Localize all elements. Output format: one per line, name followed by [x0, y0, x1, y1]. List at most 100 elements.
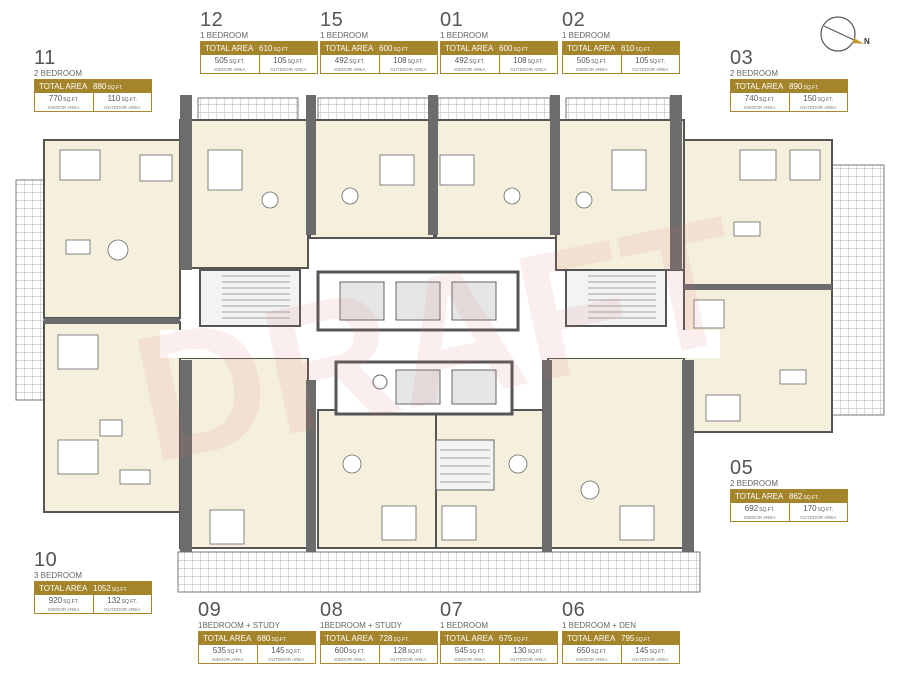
area-split: 740SQ.FT.INDOOR AREA 150SQ.FT.OUTDOOR ARE…: [731, 93, 847, 111]
area-split: 650SQ.FT.INDOOR AREA 145SQ.FT.OUTDOOR ARE…: [563, 645, 679, 663]
total-area-bar: TOTAL AREA 610SQ.FT.: [563, 42, 679, 55]
unit-type: 2 BEDROOM: [34, 69, 83, 78]
total-area-value: 610SQ.FT.: [621, 44, 651, 53]
compass-north-label: N: [864, 37, 870, 46]
unit-type: 2 BEDROOM: [730, 479, 779, 488]
outdoor-area: 145SQ.FT.OUTDOOR AREA: [256, 645, 316, 663]
total-area-bar: TOTAL AREA 600SQ.FT.: [321, 42, 437, 55]
total-area-value: 610SQ.FT.: [259, 44, 289, 53]
unit-number: 06: [562, 599, 586, 621]
unit-number: 05: [730, 457, 754, 479]
indoor-area: 740SQ.FT.INDOOR AREA: [744, 94, 776, 110]
balcony-right: [829, 164, 885, 416]
indoor-area: 492SQ.FT.INDOOR AREA: [454, 56, 486, 72]
north-arrow-icon: [852, 38, 864, 44]
indoor-area: 650SQ.FT.INDOOR AREA: [576, 646, 608, 662]
outdoor-area: 145SQ.FT.OUTDOOR AREA: [620, 645, 680, 663]
unit-type: 1BEDROOM + STUDY: [198, 621, 281, 630]
compass: N: [818, 14, 872, 54]
unit-number: 08: [320, 599, 344, 621]
unit-type: 1 BEDROOM: [320, 31, 369, 40]
total-area-label: TOTAL AREA: [205, 44, 254, 53]
furniture: [57, 149, 821, 545]
total-area-value: 728SQ.FT.: [379, 634, 409, 643]
outdoor-area: 170SQ.FT.OUTDOOR AREA: [788, 503, 848, 521]
unit-type: 1 BEDROOM + DEN: [562, 621, 637, 630]
total-area-label: TOTAL AREA: [445, 44, 494, 53]
total-area-label: TOTAL AREA: [325, 44, 374, 53]
outdoor-area: 128SQ.FT.OUTDOOR AREA: [378, 645, 438, 663]
outdoor-area: 132SQ.FT.OUTDOOR AREA: [92, 595, 152, 613]
structural-walls: [44, 95, 832, 552]
total-area-value: 1052SQ.FT.: [93, 584, 128, 593]
indoor-area: 492SQ.FT.INDOOR AREA: [334, 56, 366, 72]
indoor-area: 770SQ.FT.INDOOR AREA: [48, 94, 80, 110]
indoor-area: 535SQ.FT.INDOOR AREA: [212, 646, 244, 662]
unit-number: 09: [198, 599, 222, 621]
unit-number: 10: [34, 549, 58, 571]
total-area-value: 680SQ.FT.: [257, 634, 287, 643]
indoor-area: 600SQ.FT.INDOOR AREA: [334, 646, 366, 662]
total-area-bar: TOTAL AREA 1052SQ.FT.: [35, 582, 151, 595]
total-area-value: 795SQ.FT.: [621, 634, 651, 643]
total-area-value: 600SQ.FT.: [379, 44, 409, 53]
indoor-area: 505SQ.FT.INDOOR AREA: [576, 56, 608, 72]
unit-number: 01: [440, 9, 464, 31]
total-area-label: TOTAL AREA: [567, 44, 616, 53]
total-area-label: TOTAL AREA: [735, 82, 784, 91]
outdoor-area: 150SQ.FT.OUTDOOR AREA: [788, 93, 848, 111]
total-area-label: TOTAL AREA: [39, 584, 88, 593]
outdoor-area: 110SQ.FT.OUTDOOR AREA: [92, 93, 152, 111]
outdoor-area: 108SQ.FT.OUTDOOR AREA: [378, 55, 438, 73]
balcony-bottom: [177, 551, 701, 593]
indoor-area: 505SQ.FT.INDOOR AREA: [214, 56, 246, 72]
unit-number: 02: [562, 9, 586, 31]
unit-number: 03: [730, 47, 754, 69]
area-split: 535SQ.FT.INDOOR AREA 145SQ.FT.OUTDOOR ARE…: [199, 645, 315, 663]
area-split: 492SQ.FT.INDOOR AREA 108SQ.FT.OUTDOOR ARE…: [321, 55, 437, 73]
corridor: [160, 330, 720, 358]
total-area-label: TOTAL AREA: [39, 82, 88, 91]
total-area-label: TOTAL AREA: [735, 492, 784, 501]
unit-type: 2 BEDROOM: [730, 69, 779, 78]
unit-number: 07: [440, 599, 464, 621]
area-box: TOTAL AREA 680SQ.FT. 535SQ.FT.INDOOR AREA 1…: [198, 631, 316, 664]
unit-type: 1BEDROOM + STUDY: [320, 621, 403, 630]
unit-type: 1 BEDROOM: [440, 621, 489, 630]
unit-type: 3 BEDROOM: [34, 571, 83, 580]
unit-type: 1 BEDROOM: [440, 31, 489, 40]
unit-type: 1 BEDROOM: [200, 31, 249, 40]
total-area-value: 675SQ.FT.: [499, 634, 529, 643]
total-area-label: TOTAL AREA: [203, 634, 252, 643]
area-split: 770SQ.FT.INDOOR AREA 110SQ.FT.OUTDOOR ARE…: [35, 93, 151, 111]
unit-type: 1 BEDROOM: [562, 31, 611, 40]
compass-circle-icon: [820, 16, 856, 52]
outdoor-area: 130SQ.FT.OUTDOOR AREA: [498, 645, 558, 663]
unit-number: 12: [200, 9, 224, 31]
indoor-area: 545SQ.FT.INDOOR AREA: [454, 646, 486, 662]
